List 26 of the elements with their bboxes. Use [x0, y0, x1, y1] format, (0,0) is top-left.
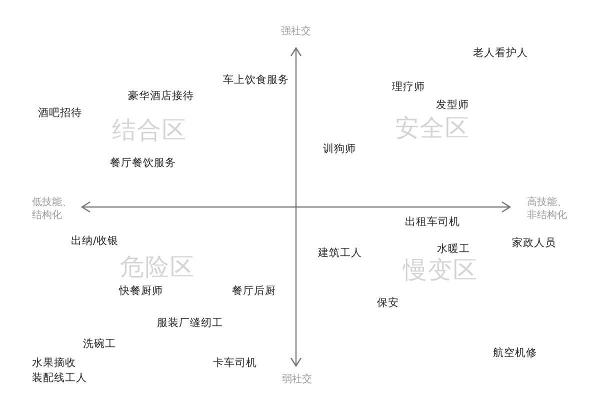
axis-label: 低技能、结构化 [32, 196, 73, 222]
job-label: 理疗师 [392, 80, 425, 94]
job-label: 老人看护人 [473, 46, 528, 60]
job-label: 水暖工 [437, 242, 470, 256]
job-label: 航空机修 [493, 346, 537, 360]
job-label: 家政人员 [512, 236, 556, 250]
job-label: 餐厅餐饮服务 [110, 156, 176, 170]
job-label: 建筑工人 [318, 246, 362, 260]
job-label: 水果摘收 [32, 356, 76, 370]
job-label: 洗碗工 [83, 338, 116, 350]
axis-label: 弱社交 [282, 374, 312, 386]
job-label: 快餐厨师 [119, 284, 163, 298]
job-label: 豪华酒店接待 [128, 90, 194, 102]
job-label: 装配线工人 [32, 372, 87, 384]
job-label: 酒吧招待 [38, 106, 82, 120]
job-label: 训狗师 [323, 142, 356, 156]
job-label: 发型师 [436, 98, 469, 112]
job-label: 保安 [377, 296, 399, 310]
axis-label: 高技能、非结构化 [527, 196, 568, 222]
job-label: 餐厅后厨 [232, 284, 276, 298]
job-label: 服装厂缝纫工 [157, 316, 223, 330]
job-label: 出租车司机 [405, 216, 460, 228]
job-label: 车上饮食服务 [223, 74, 289, 86]
job-label: 出纳/收银 [71, 234, 119, 248]
job-label: 卡车司机 [213, 356, 257, 370]
axis-label: 强社交 [281, 26, 311, 38]
